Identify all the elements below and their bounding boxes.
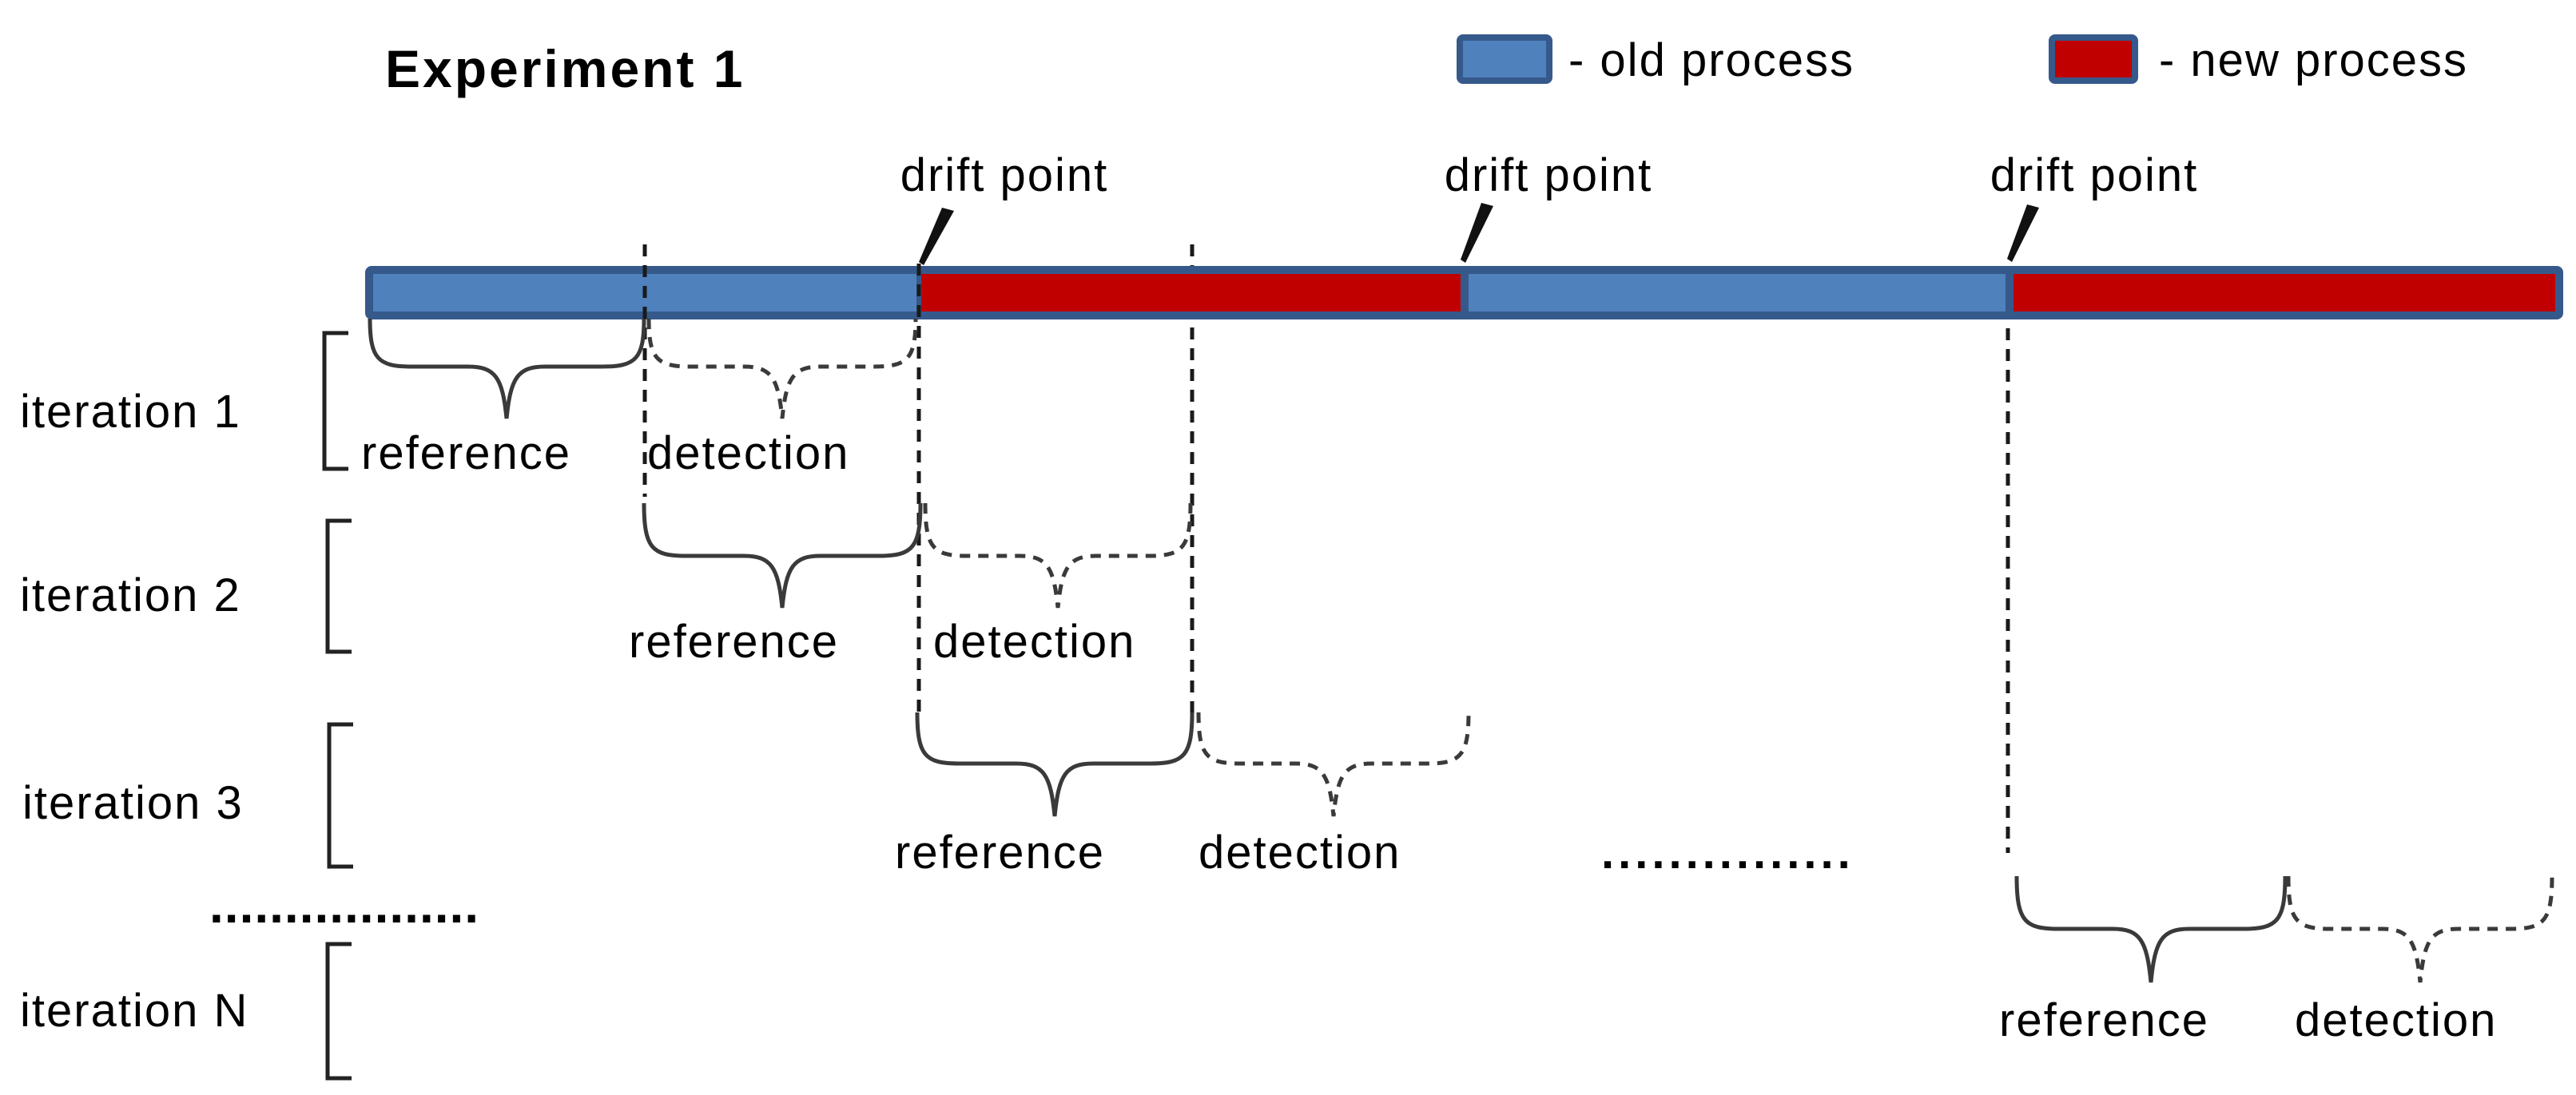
legend-swatch-old-process bbox=[1457, 34, 1552, 84]
ellipsis-after-iteration-3: ............... bbox=[1601, 827, 1854, 879]
iteration-2-label: iteration 2 bbox=[20, 569, 241, 621]
iteration-1-detection-label: detection bbox=[647, 427, 850, 479]
iteration-1-detection-brace bbox=[646, 318, 918, 419]
drift-point-arrow-3 bbox=[2007, 204, 2039, 262]
segment-new-process-2 bbox=[2013, 274, 2555, 311]
process-timeline-bar bbox=[365, 266, 2563, 319]
iteration-3-reference-brace bbox=[915, 712, 1195, 817]
legend-label-old-process: - old process bbox=[1568, 34, 1855, 86]
iteration-1-label: iteration 1 bbox=[20, 386, 241, 438]
iteration-N-reference-label: reference bbox=[1999, 994, 2210, 1046]
iteration-N-bracket bbox=[325, 942, 352, 1081]
iteration-1-bracket bbox=[322, 331, 348, 471]
iteration-N-reference-brace bbox=[2014, 875, 2288, 983]
drift-point-arrow-1 bbox=[919, 208, 954, 265]
iteration-1-reference-label: reference bbox=[361, 427, 572, 479]
iteration-3-detection-brace bbox=[1196, 712, 1471, 817]
iteration-N-label: iteration N bbox=[20, 985, 249, 1037]
iteration-N-detection-label: detection bbox=[2295, 994, 2498, 1046]
iteration-2-bracket bbox=[325, 518, 352, 654]
drift-point-label-2: drift point bbox=[1444, 149, 1653, 201]
iteration-2-detection-label: detection bbox=[933, 616, 1136, 668]
page-title: Experiment 1 bbox=[385, 39, 745, 98]
legend-swatch-new-process bbox=[2049, 34, 2138, 84]
iteration-N-detection-brace bbox=[2286, 875, 2554, 983]
iteration-2-detection-brace bbox=[923, 502, 1193, 609]
legend-label-new-process: - new process bbox=[2159, 34, 2469, 86]
iteration-3-detection-label: detection bbox=[1199, 827, 1401, 879]
segment-new-process-1 bbox=[921, 274, 1461, 311]
ellipsis-between-iteration-3-and-N: .................. bbox=[209, 876, 480, 934]
iteration-3-reference-label: reference bbox=[895, 827, 1106, 879]
iteration-2-reference-label: reference bbox=[629, 616, 840, 668]
iteration-1-reference-brace bbox=[368, 318, 646, 419]
drift-point-label-1: drift point bbox=[900, 149, 1109, 201]
iteration-2-reference-brace bbox=[642, 502, 923, 609]
drift-point-arrow-2 bbox=[1461, 203, 1493, 263]
iteration-3-bracket bbox=[327, 722, 353, 869]
segment-old-process-2 bbox=[1469, 274, 2006, 311]
iteration-3-label: iteration 3 bbox=[22, 777, 244, 829]
drift-point-label-3: drift point bbox=[1990, 149, 2199, 201]
